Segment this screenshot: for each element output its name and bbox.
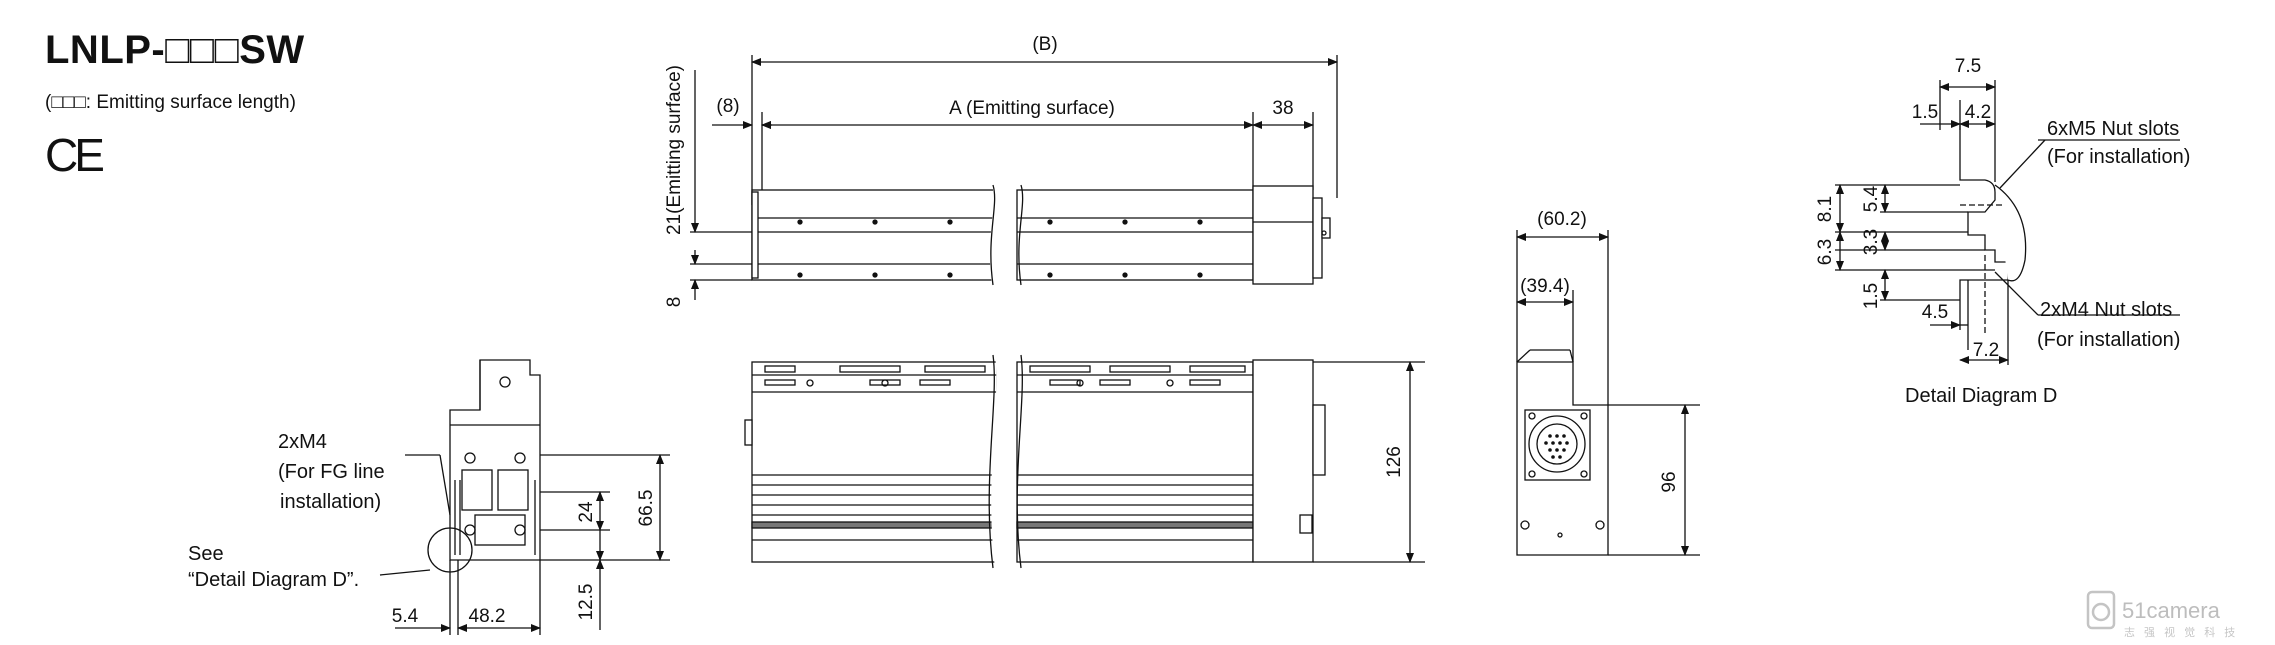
dim-126: 126: [1384, 446, 1405, 478]
ce-mark-icon: CE: [45, 129, 105, 181]
dim-8-side: 8: [664, 297, 685, 308]
dim-38: 38: [1272, 98, 1293, 119]
dim-394: (39.4): [1520, 276, 1570, 297]
dim-33: 3.3: [1861, 229, 1882, 255]
dim-96: 96: [1659, 471, 1680, 492]
dim-15-left: 1.5: [1861, 283, 1882, 309]
dim-665: 66.5: [636, 490, 657, 527]
dim-a: A (Emitting surface): [949, 98, 1115, 119]
end-view: [1516, 230, 1700, 556]
label-detail-ref: “Detail Diagram D”.: [188, 569, 359, 591]
label-2xm4-for: (For installation): [2037, 329, 2180, 351]
side-view: [379, 359, 670, 635]
dim-125: 12.5: [576, 584, 597, 621]
watermark-subtext: 志 强 视 觉 科 技: [2124, 625, 2238, 639]
watermark-text: 51camera: [2122, 598, 2221, 623]
dim-75: 7.5: [1955, 56, 1981, 77]
label-6xm5: 6xM5 Nut slots: [2047, 118, 2179, 140]
dim-54: 5.4: [392, 606, 419, 627]
label-2xm4: 2xM4: [278, 431, 327, 453]
dim-72: 7.2: [1973, 340, 1999, 361]
dim-482: 48.2: [469, 606, 506, 627]
detail-caption: Detail Diagram D: [1905, 385, 2057, 407]
dim-42: 4.2: [1965, 102, 1991, 123]
dim-21: 21(Emitting surface): [664, 65, 685, 235]
detail-diagram-d: [1835, 80, 2180, 365]
label-for-fg: (For FG line: [278, 461, 385, 483]
dim-15-top: 1.5: [1912, 102, 1938, 123]
label-2xm4-slots: 2xM4 Nut slots: [2040, 299, 2172, 321]
dim-8-top: (8): [716, 96, 739, 117]
dim-24: 24: [576, 501, 597, 523]
product-subtitle: (□□□: Emitting surface length): [45, 92, 296, 113]
dim-81: 8.1: [1815, 196, 1836, 222]
top-view: [690, 55, 1338, 300]
label-see: See: [188, 543, 224, 565]
dim-602: (60.2): [1537, 209, 1587, 230]
dim-54-detail: 5.4: [1861, 185, 1882, 212]
dim-b: (B): [1032, 34, 1057, 55]
dim-45: 4.5: [1922, 302, 1948, 323]
dim-63: 6.3: [1815, 239, 1836, 265]
label-6xm5-for: (For installation): [2047, 146, 2190, 168]
front-view: [744, 354, 1425, 569]
product-title: LNLP-□□□SW: [45, 28, 305, 72]
watermark-logo-icon: [2086, 590, 2116, 630]
label-installation: installation): [280, 491, 381, 513]
